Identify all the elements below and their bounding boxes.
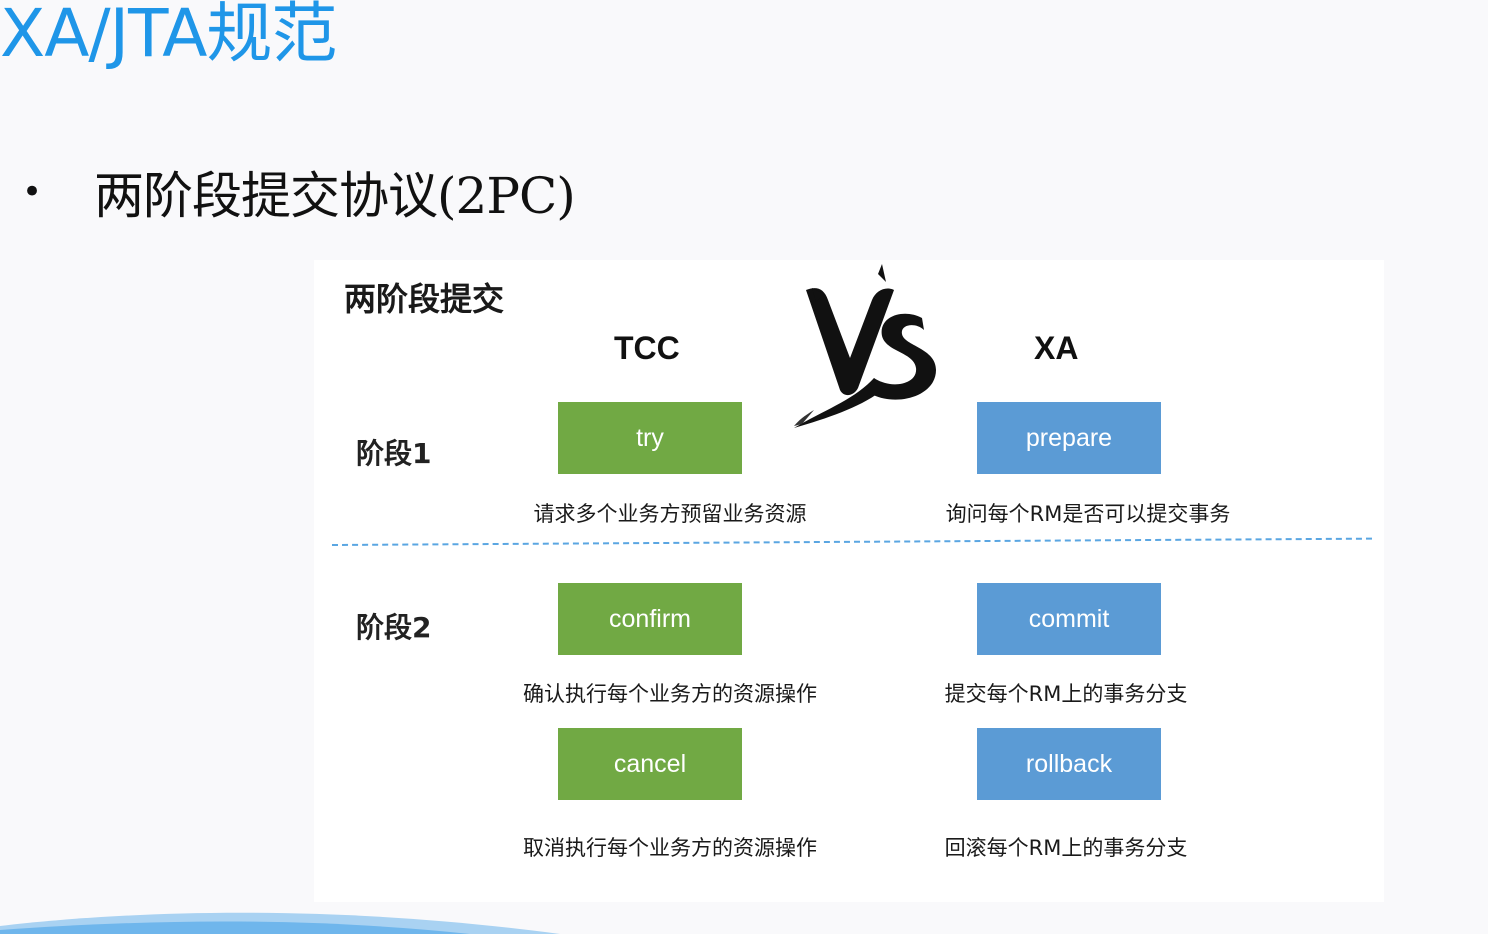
xa-commit-description: 提交每个RM上的事务分支 [944, 682, 1188, 706]
xa-prepare-description: 询问每个RM是否可以提交事务 [945, 502, 1231, 526]
vs-logo-icon [794, 264, 936, 428]
tcc-confirm-box: confirm [558, 583, 742, 655]
stage-1-label: 阶段1 [356, 437, 432, 470]
decorative-wave [0, 912, 560, 934]
column-header-tcc: TCC [614, 330, 680, 366]
bullet-dot-icon: • [22, 172, 43, 212]
figure-heading: 两阶段提交 [344, 280, 505, 318]
column-header-xa: XA [1034, 330, 1079, 366]
tcc-try-description: 请求多个业务方预留业务资源 [533, 502, 807, 526]
stage-2-label: 阶段2 [356, 611, 432, 644]
stage-divider [331, 537, 1372, 546]
xa-commit-box: commit [977, 583, 1161, 655]
tcc-try-box: try [558, 402, 742, 474]
tcc-cancel-description: 取消执行每个业务方的资源操作 [523, 836, 817, 860]
tcc-confirm-description: 确认执行每个业务方的资源操作 [523, 682, 817, 706]
tcc-cancel-box: cancel [558, 728, 742, 800]
xa-rollback-description: 回滚每个RM上的事务分支 [944, 836, 1188, 860]
bullet-text: 两阶段提交协议(2PC) [94, 167, 576, 225]
slide-title: XA/JTA规范 [0, 0, 337, 72]
xa-rollback-box: rollback [977, 728, 1161, 800]
xa-prepare-box: prepare [977, 402, 1161, 474]
tcc-vs-xa-figure: 两阶段提交 TCC XA 阶段1 try 请求多个业务方预留业务资源 prepa… [314, 260, 1384, 902]
bullet-item: • 两阶段提交协议(2PC) [22, 162, 576, 225]
